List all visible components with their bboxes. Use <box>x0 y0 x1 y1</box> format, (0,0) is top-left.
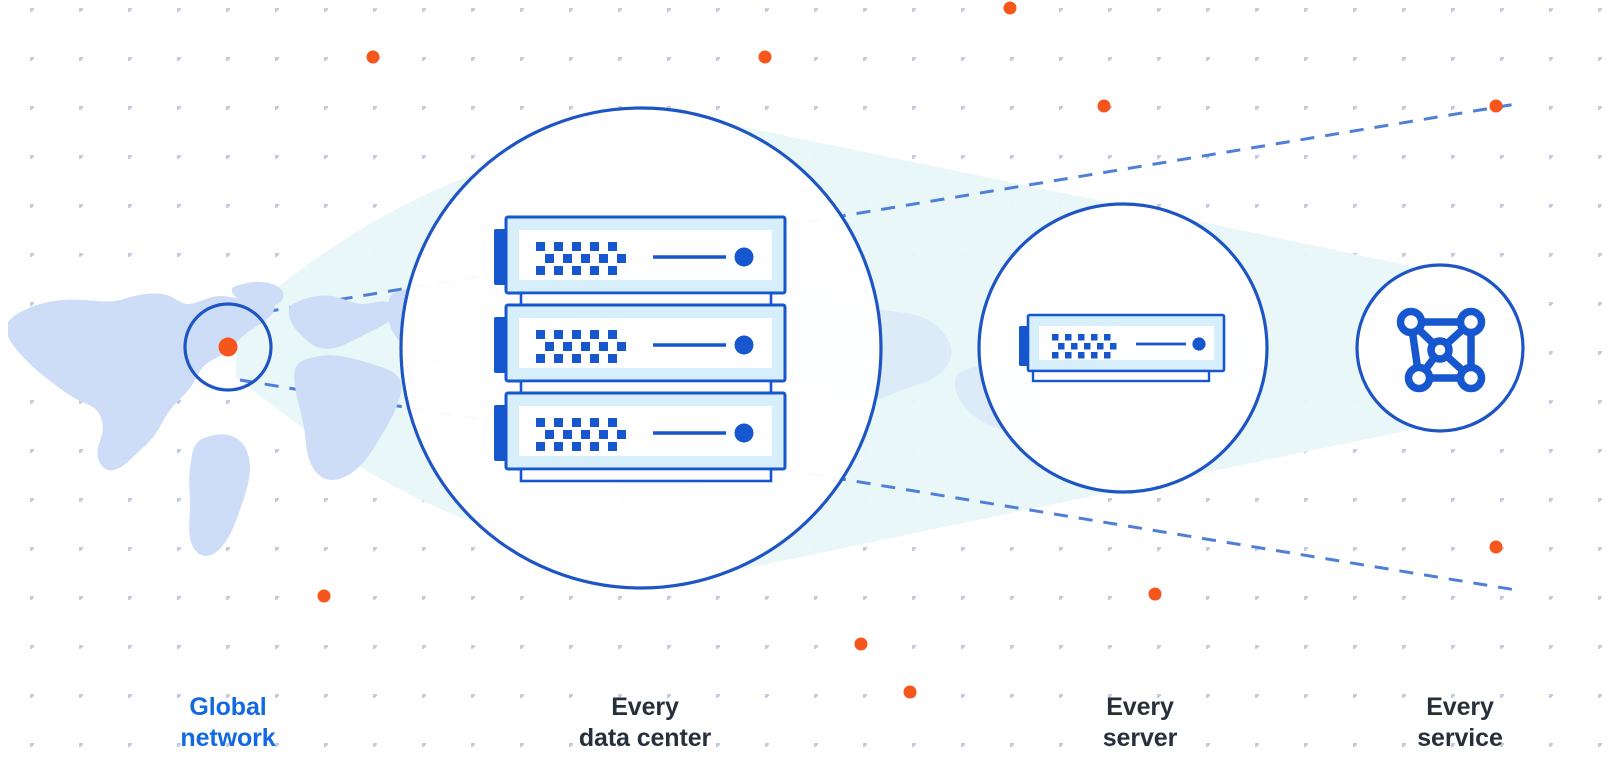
network-graph-icon <box>1396 307 1486 393</box>
status-led-icon <box>734 423 754 443</box>
vent-grid-icon <box>1052 334 1117 359</box>
global-network-marker-icon <box>218 337 238 357</box>
vent-grid-icon <box>536 242 626 275</box>
server-unit <box>494 215 787 307</box>
server-rack-icon <box>494 215 787 483</box>
vent-grid-icon <box>536 330 626 363</box>
stage-circle-global-network[interactable] <box>183 302 273 392</box>
status-led-icon <box>1192 337 1206 351</box>
vent-grid-icon <box>536 418 626 451</box>
server-unit <box>494 303 787 395</box>
server-unit <box>494 391 787 483</box>
status-led-icon <box>734 247 754 267</box>
accent-dot-grid <box>317 1 1503 699</box>
single-server-icon <box>1019 313 1226 383</box>
network-node-icon <box>1396 307 1486 393</box>
status-led-icon <box>734 335 754 355</box>
